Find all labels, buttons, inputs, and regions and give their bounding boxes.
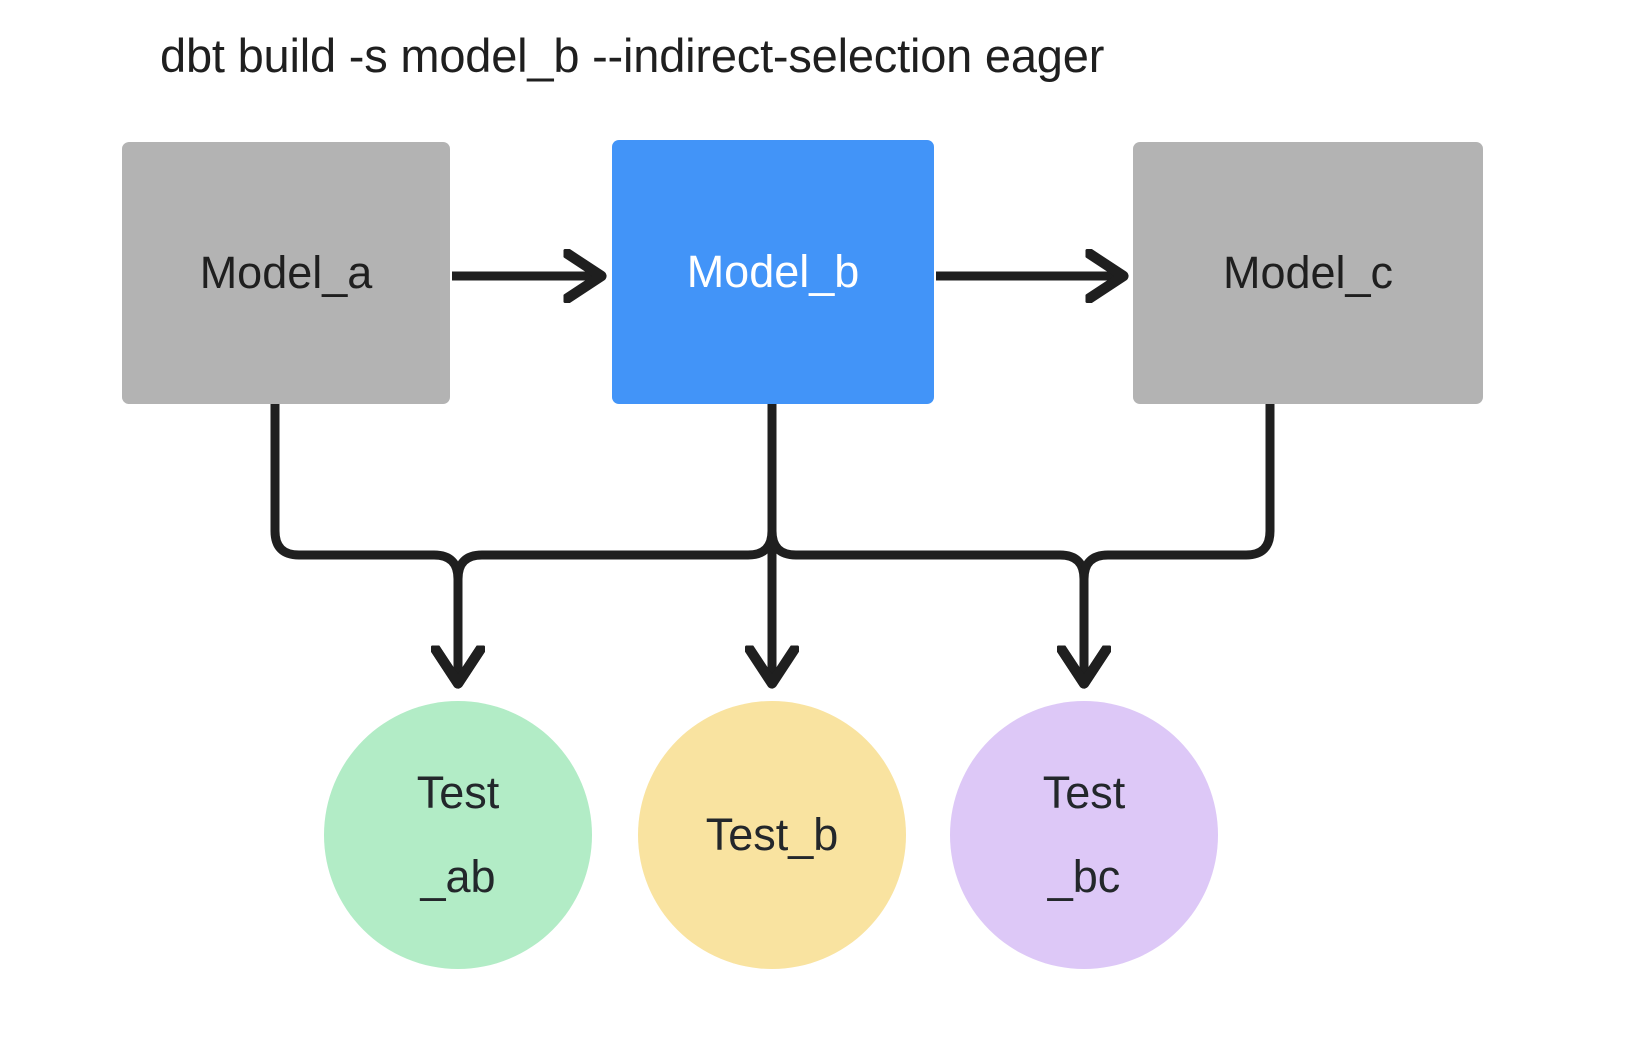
node-model-c[interactable]: Model_c bbox=[1133, 142, 1483, 404]
edge-model-c-to-test-bc bbox=[1084, 404, 1275, 678]
diagram-title: dbt build -s model_b --indirect-selectio… bbox=[160, 29, 1105, 82]
edge-model-a-to-test-ab bbox=[270, 404, 458, 678]
node-test-bc[interactable]: Test _bc bbox=[950, 701, 1218, 969]
node-model-b-label: Model_b bbox=[686, 246, 860, 297]
node-model-c-label: Model_c bbox=[1222, 247, 1394, 298]
node-test-ab-label-line-2: _ab bbox=[420, 851, 496, 902]
node-test-bc-label-line-2: _bc bbox=[1047, 851, 1121, 902]
node-model-b[interactable]: Model_b bbox=[612, 140, 934, 404]
node-test-ab-label-line-1: Test bbox=[416, 767, 500, 818]
node-test-bc-label-line-1: Test bbox=[1042, 767, 1126, 818]
node-model-a-label: Model_a bbox=[199, 247, 373, 298]
node-model-a[interactable]: Model_a bbox=[122, 142, 450, 404]
node-test-b[interactable]: Test_b bbox=[638, 701, 906, 969]
node-test-ab[interactable]: Test _ab bbox=[324, 701, 592, 969]
node-test-b-label-line-1: Test_b bbox=[705, 809, 839, 860]
edge-model-b-to-test-ab bbox=[458, 404, 777, 678]
edge-model-b-to-test-bc bbox=[767, 404, 1084, 678]
